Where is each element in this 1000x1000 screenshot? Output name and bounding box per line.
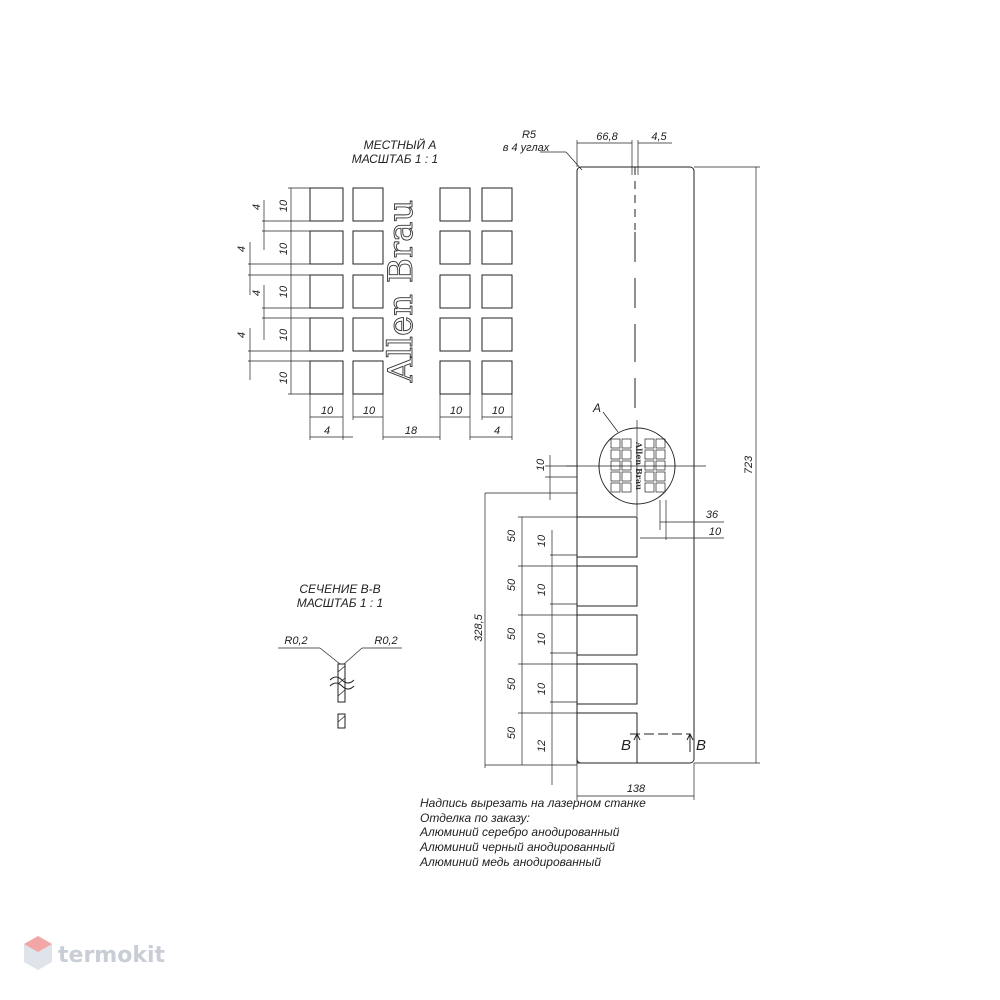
- dim-width-label: 138: [627, 783, 646, 795]
- note-line: Алюминий черный анодированный: [419, 840, 615, 854]
- section-radius-right: R0,2: [374, 635, 397, 647]
- detail-square: [352, 230, 384, 265]
- detail-circle: [566, 411, 706, 516]
- corner-note-label: в 4 углах: [503, 142, 550, 154]
- note-line: Алюминий серебро анодированный: [419, 825, 620, 839]
- detail-square: [352, 360, 384, 395]
- detail-square: [309, 317, 344, 352]
- detail-bottom-dims: [309, 394, 513, 440]
- detail-bottom-label: 4: [324, 425, 330, 437]
- detail-gap-label: 4: [251, 290, 263, 296]
- detail-square: [481, 360, 513, 395]
- detail-square: [439, 230, 471, 265]
- detail-width-label: 10: [492, 405, 505, 417]
- detail-square: [439, 317, 471, 352]
- note-line: Отделка по заказу:: [420, 811, 530, 825]
- section-radius-left: R0,2: [284, 635, 307, 647]
- slot-height-label: 10: [536, 583, 548, 596]
- slot: [576, 565, 638, 607]
- slot: [576, 663, 638, 705]
- logo-hex-top-icon: [24, 936, 52, 952]
- detail-extension-lines: [248, 187, 310, 395]
- section-mark-right: B: [696, 737, 706, 754]
- section-scale: МАСШТАБ 1 : 1: [297, 596, 383, 610]
- detail-height-label: 10: [278, 199, 290, 212]
- detail-height-label: 10: [278, 285, 290, 298]
- detail-bottom-label: 18: [405, 425, 418, 437]
- section-profile: [278, 647, 402, 729]
- detail-gap-label: 4: [236, 332, 248, 338]
- slot-pitch-label: 50: [506, 578, 518, 591]
- dim-top-2: 4,5: [651, 131, 667, 143]
- top-dims: [540, 140, 672, 175]
- detail-square: [309, 187, 344, 222]
- note-line: Алюминий медь анодированный: [419, 855, 601, 869]
- section-mark-left: B: [621, 737, 631, 754]
- detail-width-label: 10: [321, 405, 334, 417]
- detail-square: [309, 274, 344, 309]
- slot-height-label: 10: [536, 534, 548, 547]
- detail-grid: [309, 187, 513, 395]
- dim-height-label: 723: [743, 455, 755, 474]
- engraving-text: Allen Brau: [381, 200, 421, 384]
- slot-height-label: 12: [536, 740, 548, 752]
- dim-10-right-label: 10: [709, 526, 722, 538]
- detail-gap-label: 4: [236, 246, 248, 252]
- detail-square: [352, 317, 384, 352]
- detail-square: [481, 317, 513, 352]
- detail-circle-engraving: Allen Brau: [634, 441, 644, 490]
- slot-pitch-label: 50: [506, 529, 518, 542]
- slot-pitch-label: 50: [506, 726, 518, 739]
- corner-radius-label: R5: [522, 129, 537, 141]
- detail-bottom-label: 4: [494, 425, 500, 437]
- detail-mark: A: [592, 401, 601, 415]
- height-dim: [694, 166, 760, 764]
- width-dim: [576, 763, 695, 800]
- detail-square: [309, 230, 344, 265]
- detail-square: [481, 274, 513, 309]
- dim-36-label: 36: [706, 509, 719, 521]
- slot-group: [576, 516, 638, 764]
- slot-height-label: 10: [536, 632, 548, 645]
- detail-scale: МАСШТАБ 1 : 1: [352, 152, 438, 166]
- detail-square: [481, 230, 513, 265]
- detail-square: [309, 360, 344, 395]
- slot-pitch-label: 50: [506, 627, 518, 640]
- detail-square: [481, 187, 513, 222]
- dim-10-top-label: 10: [535, 458, 547, 471]
- right-small-dims: [640, 500, 724, 540]
- slot-height-label: 10: [536, 682, 548, 695]
- section-title: СЕЧЕНИЕ B-B: [299, 582, 380, 596]
- watermark-text: termokit: [58, 943, 165, 968]
- slot-pitch-label: 50: [506, 677, 518, 690]
- detail-square: [439, 360, 471, 395]
- notes-block: Надпись вырезать на лазерном станке Отде…: [419, 796, 646, 869]
- slot-dims: [484, 455, 577, 785]
- detail-gap-label: 4: [251, 204, 263, 210]
- detail-square: [439, 187, 471, 222]
- dim-top-1: 66,8: [596, 131, 618, 143]
- detail-height-label: 10: [278, 242, 290, 255]
- detail-square: [352, 274, 384, 309]
- dim-328-label: 328,5: [473, 613, 485, 641]
- detail-height-label: 10: [278, 371, 290, 384]
- detail-height-label: 10: [278, 328, 290, 341]
- slot: [576, 516, 638, 558]
- detail-square: [439, 274, 471, 309]
- detail-width-label: 10: [363, 405, 376, 417]
- detail-width-label: 10: [450, 405, 463, 417]
- watermark-logo: termokit: [24, 936, 165, 970]
- slot: [576, 614, 638, 656]
- detail-square: [352, 187, 384, 222]
- detail-title: МЕСТНЫЙ А: [364, 136, 437, 152]
- note-line: Надпись вырезать на лазерном станке: [420, 796, 646, 810]
- section-marker: [630, 732, 694, 752]
